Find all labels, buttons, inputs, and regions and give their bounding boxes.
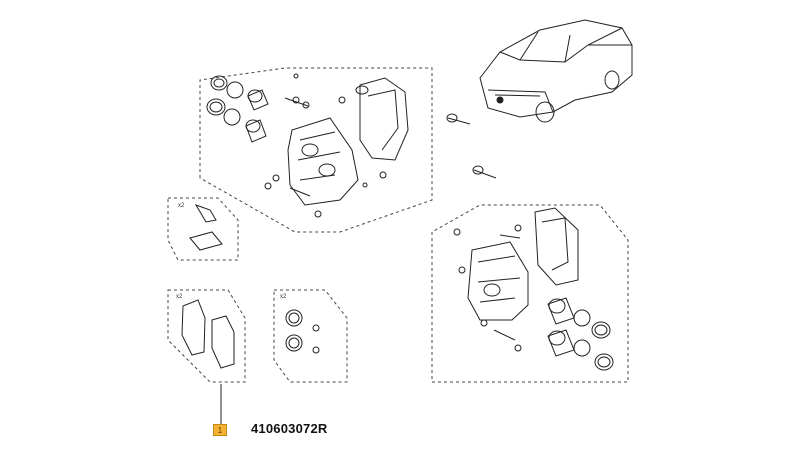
clips-qty-label: x2 [178, 203, 185, 209]
upper-piston-icon [245, 89, 269, 143]
upper-caliper-icon [287, 117, 359, 206]
vehicle-icon [479, 19, 633, 123]
lower-bracket-icon [534, 207, 579, 286]
seal-kit-qty-label: x2 [280, 294, 287, 300]
lower-bolt-icon [453, 165, 522, 352]
lower-piston-icon [547, 297, 575, 357]
clip-icon [189, 204, 223, 251]
upper-seal-ring-icon [206, 75, 244, 126]
pads-qty-label: x2 [176, 294, 183, 300]
seal-kit-icon [285, 309, 320, 354]
upper-bolt-icon [264, 73, 471, 218]
part-callout-marker[interactable]: 1 [213, 424, 227, 436]
upper-bracket-icon [355, 77, 409, 161]
brake-pad-icon [181, 299, 235, 369]
lower-caliper-icon [467, 241, 529, 321]
lower-seal-ring-icon [573, 309, 614, 371]
part-number-label: 410603072R [251, 421, 328, 436]
